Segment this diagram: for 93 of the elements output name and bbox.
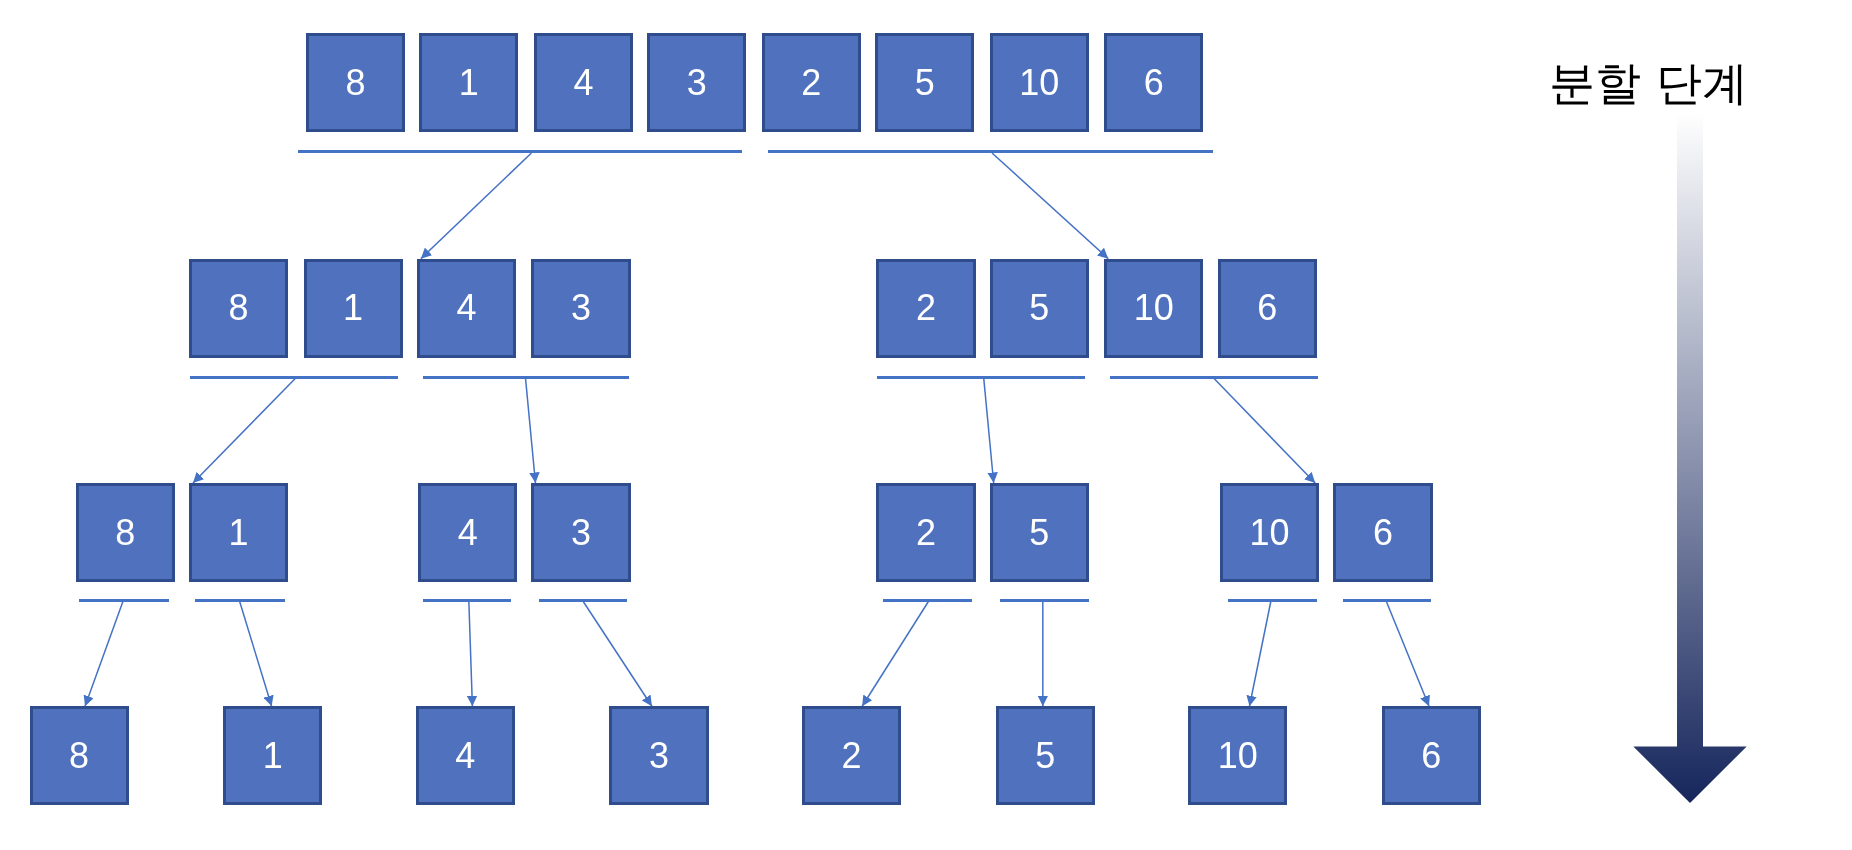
arrow xyxy=(1246,601,1272,707)
number-box xyxy=(1188,706,1288,806)
number-box xyxy=(876,483,976,583)
number-box xyxy=(188,258,289,358)
number-box xyxy=(801,706,902,806)
number-text: 4 xyxy=(573,61,594,104)
number-box xyxy=(223,706,323,806)
divider-bar xyxy=(79,598,169,602)
divider-bar xyxy=(538,598,628,602)
number-box xyxy=(1219,483,1320,583)
number-text: 2 xyxy=(915,287,936,330)
stage-label: 분할 단계 xyxy=(1549,55,1749,113)
number-box xyxy=(29,706,129,806)
number-text: 3 xyxy=(571,511,592,554)
divider-bar xyxy=(190,375,398,379)
number-box xyxy=(1333,483,1433,583)
arrow xyxy=(524,377,540,484)
number-box xyxy=(875,33,975,133)
number-box xyxy=(303,258,403,358)
divider-bar xyxy=(883,598,972,602)
number-text: 5 xyxy=(1035,734,1056,777)
number-box xyxy=(876,258,976,358)
divider-bar xyxy=(194,598,285,602)
arrow xyxy=(192,377,296,484)
number-box xyxy=(1217,258,1317,358)
number-text: 6 xyxy=(1257,287,1278,330)
arrow xyxy=(861,601,929,707)
number-text: 6 xyxy=(1372,511,1393,554)
number-box xyxy=(305,33,406,133)
number-box xyxy=(415,706,515,806)
divider-bar xyxy=(1228,598,1317,602)
number-text: 3 xyxy=(648,734,669,777)
number-box xyxy=(995,706,1095,806)
number-box xyxy=(1104,33,1204,133)
number-text: 8 xyxy=(115,511,136,554)
number-text: 6 xyxy=(1421,734,1442,777)
number-text: 1 xyxy=(343,287,364,330)
arrow xyxy=(582,601,653,707)
number-text: 2 xyxy=(915,511,936,554)
arrow xyxy=(1385,601,1430,707)
number-text: 4 xyxy=(457,511,478,554)
divider-bar xyxy=(422,375,630,379)
number-box xyxy=(647,33,747,133)
number-box xyxy=(533,33,633,133)
number-text: 8 xyxy=(69,734,90,777)
divider-bar xyxy=(1342,598,1432,602)
number-box xyxy=(1104,258,1204,358)
divider-bar xyxy=(422,598,512,602)
number-box xyxy=(989,483,1089,583)
number-box xyxy=(188,483,289,583)
number-text: 1 xyxy=(262,734,283,777)
number-text: 4 xyxy=(455,734,476,777)
number-box xyxy=(761,33,861,133)
number-text: 4 xyxy=(456,287,477,330)
divider-bar xyxy=(877,375,1086,379)
number-text: 1 xyxy=(458,61,479,104)
number-box xyxy=(609,706,709,806)
divider-bar xyxy=(767,150,1213,153)
number-text: 5 xyxy=(1029,511,1050,554)
number-text: 10 xyxy=(1249,511,1290,554)
number-box xyxy=(75,483,175,583)
number-text: 1 xyxy=(228,511,249,554)
number-box xyxy=(989,258,1089,358)
divider-bar xyxy=(1000,598,1089,602)
divider-bar xyxy=(297,150,742,153)
number-box xyxy=(416,258,517,358)
arrow xyxy=(420,152,533,260)
number-box xyxy=(418,483,518,583)
number-text: 2 xyxy=(841,734,862,777)
number-box xyxy=(531,258,631,358)
number-text: 3 xyxy=(686,61,707,104)
number-text: 10 xyxy=(1133,287,1174,330)
number-text: 8 xyxy=(228,287,249,330)
number-text: 8 xyxy=(345,61,366,104)
number-text: 3 xyxy=(571,287,592,330)
number-text: 6 xyxy=(1143,61,1164,104)
arrow xyxy=(466,601,478,707)
number-text: 5 xyxy=(1029,287,1050,330)
number-text: 5 xyxy=(914,61,935,104)
divider-bar xyxy=(1110,375,1318,379)
number-text: 10 xyxy=(1217,734,1258,777)
number-box xyxy=(1381,706,1481,806)
number-box xyxy=(419,33,519,133)
number-box xyxy=(531,483,631,583)
number-text: 10 xyxy=(1019,61,1060,104)
arrow xyxy=(83,601,124,707)
number-box xyxy=(989,33,1089,133)
arrow xyxy=(239,601,274,707)
arrow xyxy=(991,152,1109,260)
number-text: 2 xyxy=(801,61,822,104)
arrow xyxy=(1037,601,1049,707)
arrow xyxy=(1213,377,1316,484)
arrow xyxy=(983,377,998,484)
